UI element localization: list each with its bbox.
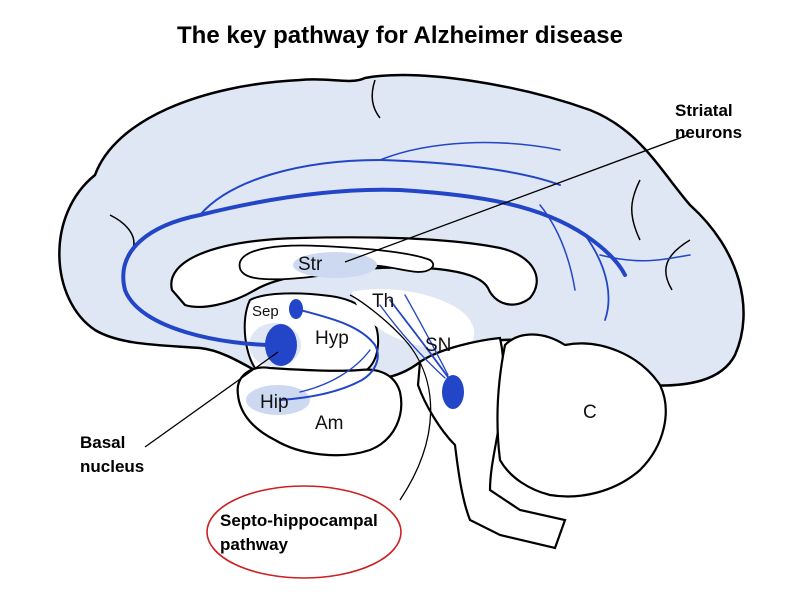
- label-sep: Sep: [252, 303, 279, 320]
- leader-lines: [144, 134, 689, 501]
- substantia-nigra-blob: [442, 375, 464, 409]
- septal-nucleus-blob: [289, 299, 303, 319]
- label-c: C: [583, 402, 597, 423]
- basal-nucleus-blob: [265, 324, 297, 366]
- thalamus-shape: [352, 289, 475, 351]
- callout-basal-line2: nucleus: [80, 457, 144, 476]
- label-sn: SN: [425, 335, 451, 356]
- cholinergic-pathway: [121, 141, 691, 401]
- label-hyp: Hyp: [315, 328, 349, 349]
- cerebellum-shape: [496, 333, 667, 498]
- label-str: Str: [298, 254, 323, 275]
- callout-septo-line2: pathway: [220, 535, 289, 554]
- label-am: Am: [315, 413, 344, 434]
- label-th: Th: [372, 291, 394, 312]
- hippocampus-shade: [246, 385, 310, 415]
- diagram-title: The key pathway for Alzheimer disease: [177, 22, 623, 49]
- callout-striatal-line1: Striatal: [675, 101, 733, 120]
- label-hip: Hip: [260, 392, 289, 413]
- callout-basal-line1: Basal: [80, 433, 125, 452]
- callout-septo-line1: Septo-hippocampal: [220, 511, 378, 530]
- highlight-ellipse: [206, 485, 402, 579]
- callout-striatal-line2: neurons: [675, 123, 742, 142]
